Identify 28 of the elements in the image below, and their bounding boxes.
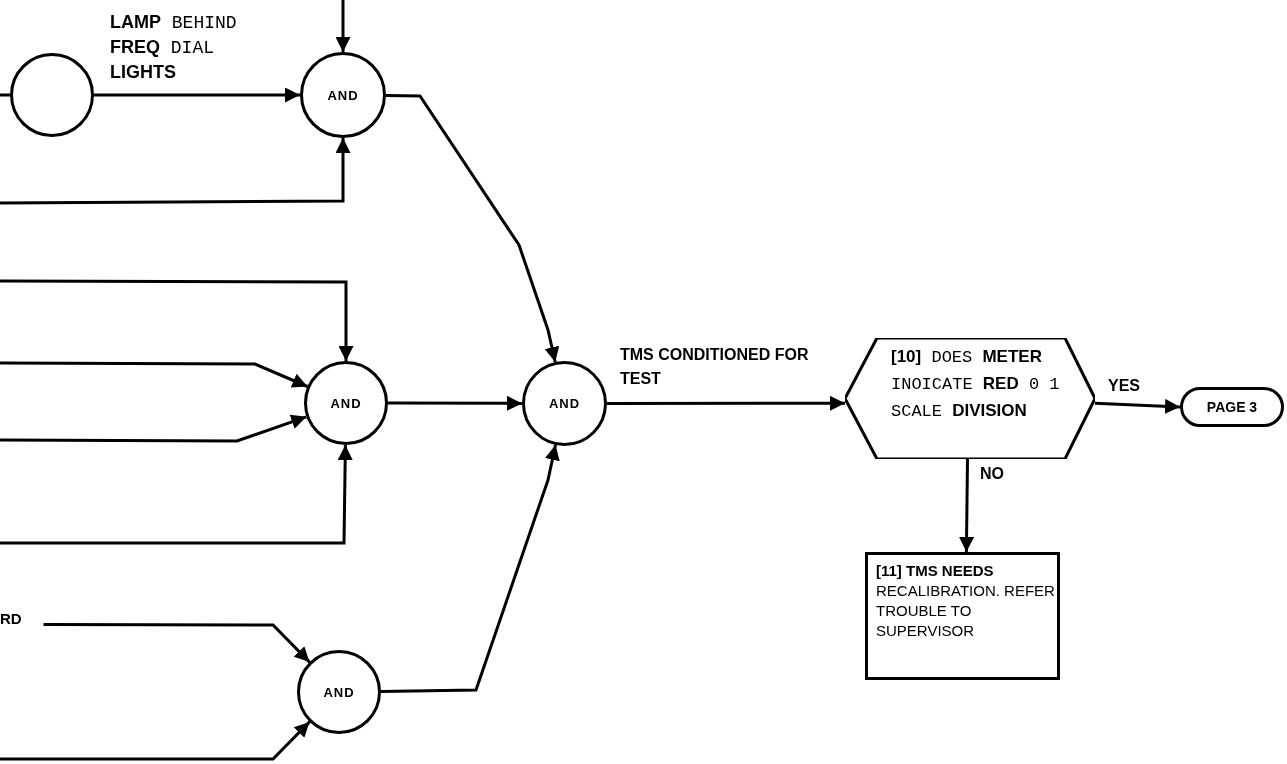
node-text: [10] DOES METER INOICATE RED 0 1 SCALE DIVISION — [891, 346, 1061, 423]
arrow — [0, 444, 353, 545]
arrow — [0, 138, 351, 205]
arrow — [335, 0, 351, 52]
arrow — [388, 395, 522, 411]
arrow — [607, 395, 845, 411]
process-box — [865, 552, 1060, 680]
arrow — [380, 444, 560, 693]
annotation-text: LAMP BEHIND FREQ DIAL LIGHTS — [110, 11, 238, 84]
arrow — [1094, 398, 1181, 414]
gate-label: AND — [327, 87, 359, 103]
arrow — [0, 720, 311, 761]
page-connector-terminal — [1180, 387, 1284, 427]
gate-label: AND — [548, 396, 581, 411]
input-text: RD — [0, 610, 23, 627]
arrow — [94, 87, 300, 103]
node-text: PAGE 3 — [1206, 399, 1258, 415]
node-text: [11] TMS NEEDS RECALIBRATION. REFER TROUBLE TO SUPERVISOR — [876, 561, 1056, 641]
arrow — [959, 459, 975, 552]
arrow — [0, 361, 308, 388]
arrow — [43, 622, 311, 664]
arrow — [0, 414, 307, 443]
gate-label: AND — [323, 684, 355, 700]
gate-label: AND — [330, 395, 362, 411]
and-gate-circle — [297, 650, 381, 734]
arrow — [0, 279, 354, 361]
arrow — [386, 94, 560, 363]
decision-hexagon — [845, 338, 1095, 459]
